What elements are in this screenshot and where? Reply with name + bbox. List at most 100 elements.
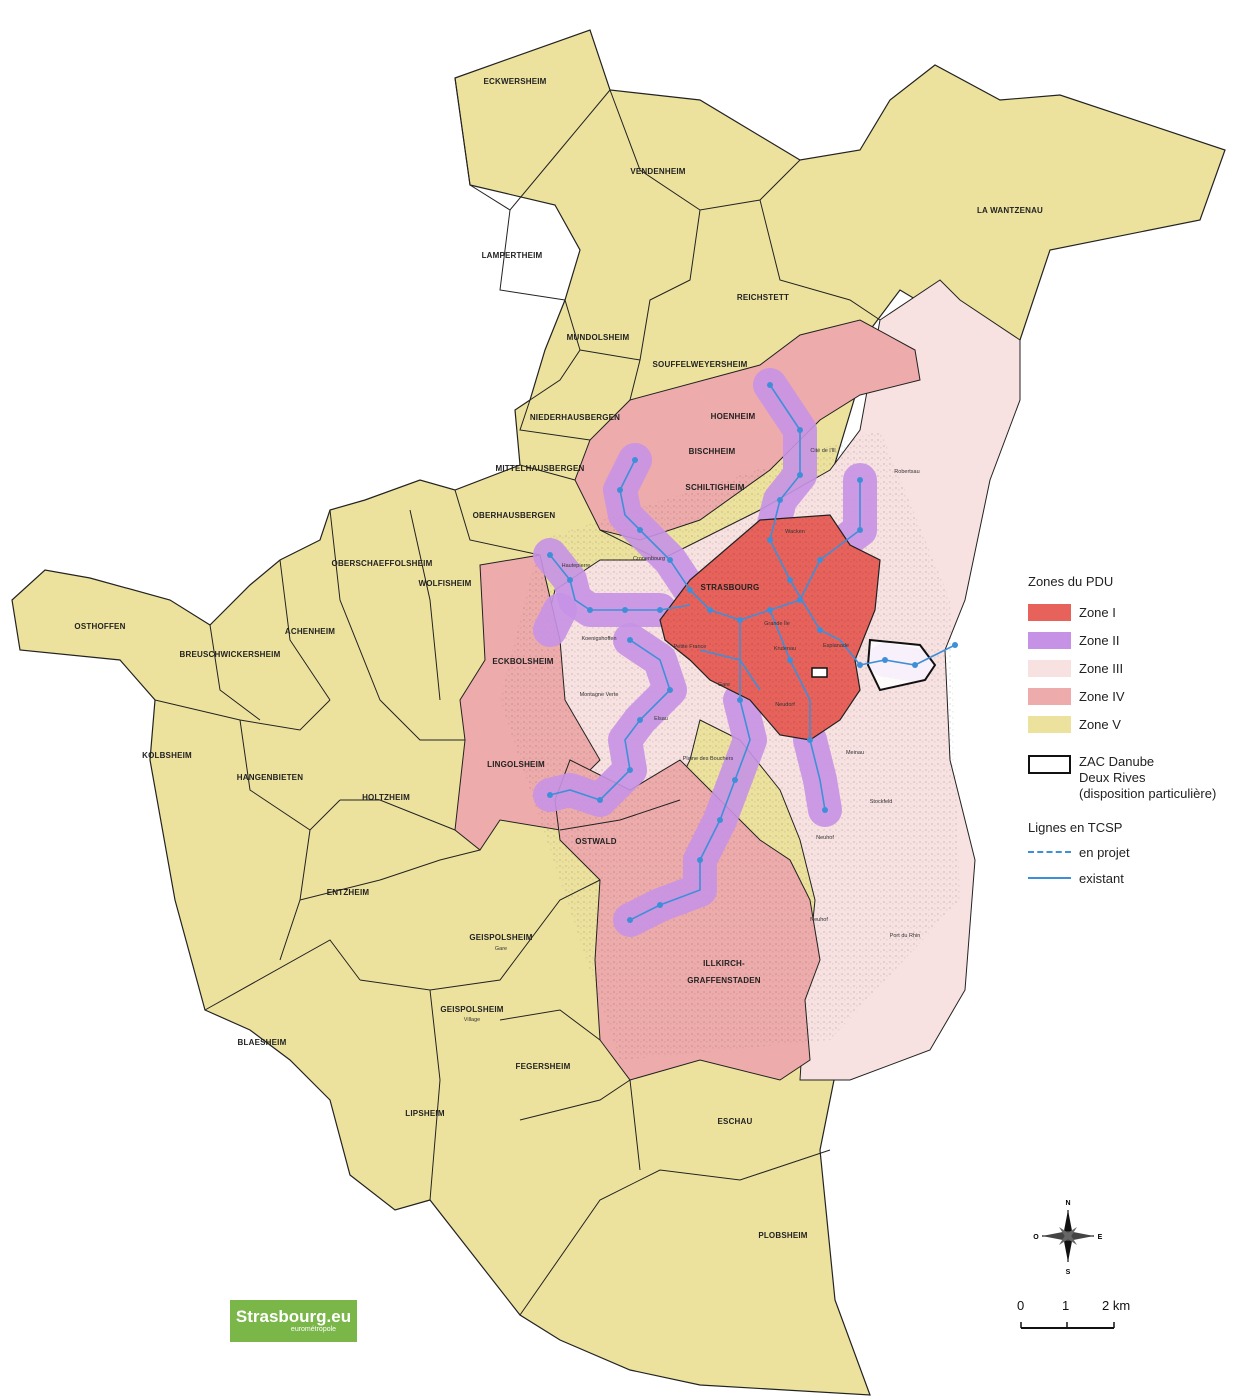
quarter-label: Elsau [654, 716, 668, 722]
legend-label: Zone V [1079, 716, 1121, 732]
quarter-label: Hautepierre [562, 563, 591, 569]
commune-label: KOLBSHEIM [142, 751, 192, 760]
commune-label: NIEDERHAUSBERGEN [530, 413, 620, 422]
legend-tcsp-existant: existant [1028, 865, 1228, 891]
commune-label: LIPSHEIM [405, 1109, 445, 1118]
commune-label: HOLTZHEIM [362, 793, 410, 802]
legend-label: en projet [1079, 844, 1130, 860]
logo-brand: Strasbourg.eu [235, 1307, 352, 1326]
compass-east: E [1098, 1234, 1103, 1241]
quarter-label: Gare [718, 682, 730, 688]
zac-danube-area [866, 638, 937, 692]
zac-line2: Deux Rives [1079, 770, 1146, 785]
commune-label: HANGENBIETEN [237, 773, 303, 782]
legend-label: Zone II [1079, 632, 1120, 648]
quarter-label: Cronenbourg [633, 556, 665, 562]
tcsp-stations [547, 382, 958, 923]
legend-zone-v: Zone V [1028, 710, 1228, 738]
commune-label: LA WANTZENAU [977, 206, 1043, 215]
quarter-label: Neuhof [810, 917, 828, 923]
scale-tick-2: 2 km [1102, 1298, 1131, 1313]
commune-boundaries [154, 77, 881, 1316]
commune-label: BISCHHEIM [689, 447, 736, 456]
compass-south: S [1066, 1269, 1071, 1276]
zac-line3: (disposition particulière) [1079, 786, 1217, 801]
quarter-label: Petite France [674, 644, 707, 650]
commune-label: WOLFISHEIM [418, 579, 471, 588]
quarter-label: Koenigshoffen [581, 636, 616, 642]
legend-title: Zones du PDU [1028, 574, 1114, 589]
commune-label: ECKWERSHEIM [483, 77, 546, 86]
commune-label: SCHILTIGHEIM [685, 483, 744, 492]
scale-tick-0: 0 [1017, 1298, 1025, 1313]
commune-sublabel: Village [464, 1017, 480, 1023]
commune-label: STRASBOURG [701, 583, 760, 592]
commune-label: SOUFFELWEYERSHEIM [653, 360, 748, 369]
strasbourg-logo: Strasbourg.eu eurométropole [230, 1300, 357, 1342]
quarter-label: Robertsau [894, 469, 919, 475]
zone-ii-swatch [1028, 631, 1071, 649]
commune-label: GEISPOLSHEIM [469, 933, 532, 942]
quarter-label: Montagne Verte [580, 692, 619, 698]
quarter-label: Neuhof [816, 835, 834, 841]
commune-label: OSTHOFFEN [74, 622, 125, 631]
quarter-label: Krutenau [774, 646, 796, 652]
commune-label: VENDENHEIM [630, 167, 685, 176]
legend-label: Zone IV [1079, 688, 1125, 704]
zone-iii-swatch [1028, 659, 1071, 677]
quarter-label: Plaine des Bouchers [683, 756, 734, 762]
commune-label: FEGERSHEIM [516, 1062, 571, 1071]
legend-tcsp-projet: en projet [1028, 839, 1228, 865]
tcsp-title: Lignes en TCSP [1028, 820, 1123, 835]
commune-labels: ECKWERSHEIM VENDENHEIM LA WANTZENAU LAMP… [74, 77, 1043, 1240]
logo-sub: eurométropole [290, 1326, 337, 1333]
quarter-labels: Robertsau Cité de l'Ill Wacken Hautepier… [562, 448, 921, 939]
commune-label: ILLKIRCH- [703, 959, 745, 968]
commune-label: ECKBOLSHEIM [492, 657, 553, 666]
quarter-label: Grande Île [764, 620, 790, 627]
legend-label: existant [1079, 870, 1124, 886]
commune-label: GEISPOLSHEIM [440, 1005, 503, 1014]
commune-sublabel: Gare [495, 946, 507, 952]
zone-iv-swatch [1028, 687, 1071, 705]
quarter-label: Esplanade [823, 643, 849, 649]
commune-label: ACHENHEIM [285, 627, 335, 636]
commune-label: MITTELHAUSBERGEN [496, 464, 585, 473]
quarter-label: Cité de l'Ill [810, 448, 835, 454]
legend-label: Zone III [1079, 660, 1124, 676]
quarter-label: Stockfeld [870, 799, 893, 805]
commune-label: ESCHAU [718, 1117, 753, 1126]
zac-label: ZAC Danube Deux Rives (disposition parti… [1079, 754, 1216, 802]
legend-zone-iii: Zone III [1028, 654, 1228, 682]
legend-zone-i: Zone I [1028, 598, 1228, 626]
quarter-label: Meinau [846, 750, 864, 756]
commune-label: MUNDOLSHEIM [567, 333, 630, 342]
commune-label: PLOBSHEIM [758, 1231, 807, 1240]
map-legend: Zones du PDU Zone I Zone II Zone III Zon… [1028, 574, 1228, 891]
scale-tick-1: 1 [1062, 1298, 1070, 1313]
legend-zone-iv: Zone IV [1028, 682, 1228, 710]
commune-label: BLAESHEIM [238, 1038, 287, 1047]
zac-swatch [1028, 755, 1071, 774]
commune-label: OSTWALD [575, 837, 616, 846]
legend-label: Zone I [1079, 604, 1116, 620]
zone-v-swatch [1028, 715, 1071, 733]
compass-west: O [1033, 1234, 1039, 1241]
commune-label: OBERHAUSBERGEN [473, 511, 556, 520]
zone-i-texture [660, 515, 880, 740]
quarter-label: Port du Rhin [890, 933, 921, 939]
scale-bar: 0 1 2 km [1010, 1298, 1150, 1338]
commune-label: BREUSCHWICKERSHEIM [180, 650, 281, 659]
commune-label: ENTZHEIM [327, 888, 370, 897]
commune-label: LINGOLSHEIM [487, 760, 545, 769]
zone-i-swatch [1028, 603, 1071, 621]
commune-label: OBERSCHAEFFOLSHEIM [332, 559, 433, 568]
zac-line1: ZAC Danube [1079, 754, 1155, 769]
compass-north: N [1065, 1200, 1070, 1207]
commune-label: REICHSTETT [737, 293, 789, 302]
zac-danube-block [811, 667, 828, 678]
scale-bar-graphic [1020, 1322, 1115, 1329]
commune-label: LAMPERTHEIM [482, 251, 543, 260]
quarter-label: Neudorf [775, 702, 795, 708]
